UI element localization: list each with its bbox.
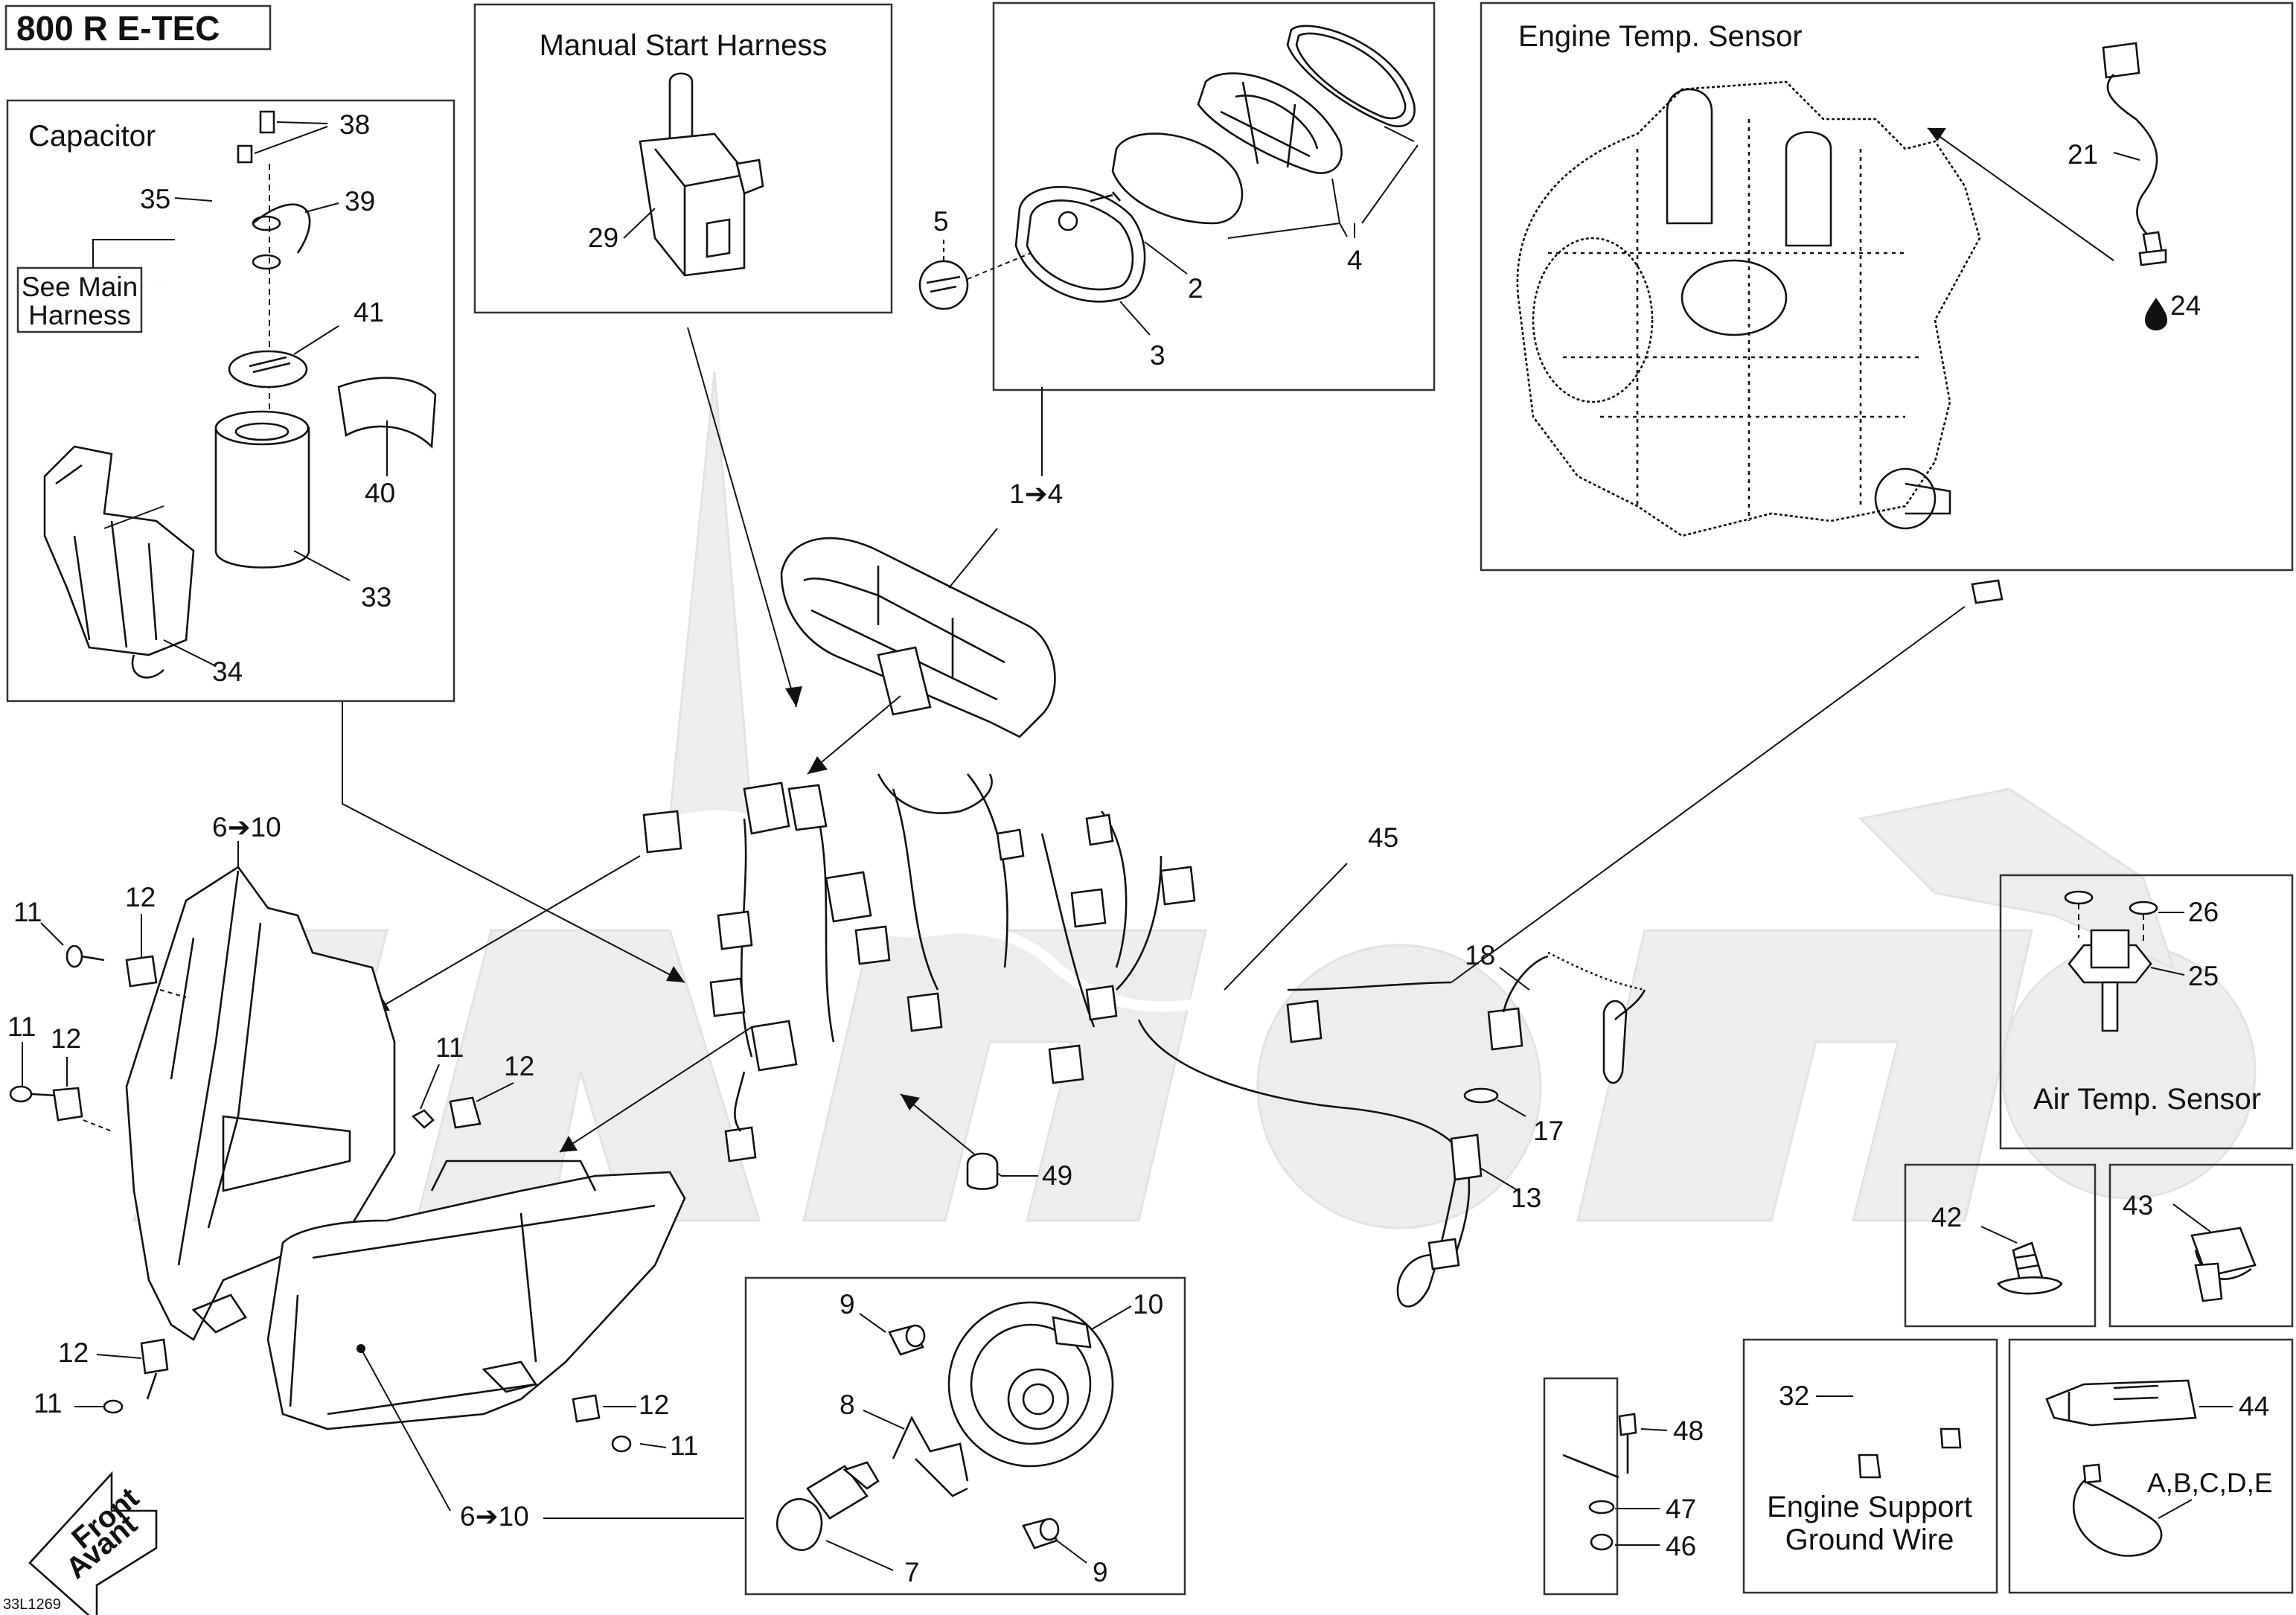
lubricant-ties-panel: 44 A,B,C,D,E bbox=[2008, 1338, 2294, 1594]
callout-7: 7 bbox=[904, 1557, 920, 1587]
callout-12b: 12 bbox=[51, 1023, 81, 1054]
headlight-housing-group: 6➔10 11 12 11 12 11 12 12 bbox=[7, 812, 534, 1615]
callout-44: 44 bbox=[2239, 1391, 2269, 1421]
callout-39: 39 bbox=[345, 186, 375, 217]
drop-icon bbox=[2145, 298, 2167, 330]
air-temp-panel: 26 25 Air Temp. Sensor bbox=[1999, 874, 2294, 1150]
callout-47: 47 bbox=[1666, 1494, 1696, 1524]
callout-6to10-bot: 6➔10 bbox=[460, 1501, 529, 1532]
callout-45: 45 bbox=[1368, 822, 1398, 853]
callout-34: 34 bbox=[212, 656, 243, 687]
bulb-panel: 9 10 8 7 9 bbox=[744, 1276, 1186, 1596]
callout-26: 26 bbox=[2188, 897, 2219, 927]
tether-cord-group: 18 17 13 bbox=[1396, 940, 1646, 1308]
ground-wire-line1: Engine Support bbox=[1767, 1491, 1972, 1523]
callout-49: 49 bbox=[1042, 1160, 1072, 1191]
callout-43: 43 bbox=[2123, 1190, 2153, 1221]
ground-wire-panel: 32 Engine Support Ground Wire bbox=[1742, 1338, 1998, 1594]
callout-ABCDE: A,B,C,D,E bbox=[2147, 1468, 2273, 1498]
callout-42: 42 bbox=[1931, 1202, 1962, 1232]
callout-46: 46 bbox=[1666, 1531, 1696, 1561]
callout-18: 18 bbox=[1465, 940, 1495, 970]
capacitor-title: Capacitor bbox=[28, 120, 156, 153]
model-title: 800 R E-TEC bbox=[16, 9, 220, 48]
callout-10: 10 bbox=[1133, 1289, 1163, 1320]
model-header: 800 R E-TEC bbox=[4, 4, 272, 51]
callout-24: 24 bbox=[2170, 290, 2201, 321]
callout-12d: 12 bbox=[58, 1337, 89, 1368]
see-main-harness-line1: See Main bbox=[22, 272, 138, 302]
manual-start-title: Manual Start Harness bbox=[540, 29, 828, 62]
callout-32: 32 bbox=[1779, 1381, 1809, 1411]
gauge-cluster-panel: 5 2 3 4 1➔4 bbox=[918, 1, 1436, 509]
callout-25: 25 bbox=[2188, 961, 2219, 991]
callout-12e: 12 bbox=[639, 1389, 669, 1420]
ground-screw-panel: 48 47 46 bbox=[1543, 1377, 1704, 1596]
ground-wire-line2: Ground Wire bbox=[1785, 1523, 1954, 1556]
callout-33: 33 bbox=[361, 582, 391, 613]
callout-21: 21 bbox=[2068, 139, 2098, 170]
callout-11c: 11 bbox=[435, 1032, 464, 1063]
headlight-lens-group: 6➔10 12 11 bbox=[266, 1160, 744, 1532]
callout-4: 4 bbox=[1347, 245, 1363, 275]
callout-11d: 11 bbox=[33, 1388, 62, 1419]
callout-5: 5 bbox=[933, 206, 949, 237]
manual-start-panel: Manual Start Harness 29 bbox=[473, 3, 893, 314]
callout-1to4: 1➔4 bbox=[1009, 479, 1063, 509]
callout-8: 8 bbox=[840, 1389, 855, 1420]
callout-11b: 11 bbox=[7, 1011, 36, 1042]
callout-13: 13 bbox=[1511, 1183, 1541, 1213]
callout-9b: 9 bbox=[1093, 1557, 1108, 1587]
callout-11e: 11 bbox=[670, 1430, 698, 1461]
capacitor-panel: Capacitor See Main Harness 38 35 39 41 4… bbox=[6, 99, 455, 703]
callout-41: 41 bbox=[354, 297, 384, 327]
engine-temp-title: Engine Temp. Sensor bbox=[1518, 20, 1803, 53]
callout-40: 40 bbox=[365, 478, 395, 508]
engine-temp-panel: Engine Temp. Sensor 21 24 bbox=[1480, 1, 2294, 572]
callout-12c: 12 bbox=[504, 1051, 534, 1081]
callout-29: 29 bbox=[588, 223, 618, 253]
see-main-harness-line2: Harness bbox=[28, 300, 131, 330]
main-harness: 45 49 bbox=[342, 327, 2004, 1266]
callout-38: 38 bbox=[339, 109, 370, 140]
air-temp-title: Air Temp. Sensor bbox=[2033, 1083, 2261, 1116]
watermark bbox=[132, 371, 2257, 1229]
callout-2: 2 bbox=[1188, 273, 1203, 304]
callout-11a: 11 bbox=[13, 897, 42, 927]
doc-reference: 33L1269 bbox=[3, 1596, 61, 1613]
callout-9a: 9 bbox=[840, 1289, 855, 1320]
clip-panel: 43 bbox=[2108, 1163, 2294, 1328]
callout-3: 3 bbox=[1150, 340, 1165, 371]
callout-17: 17 bbox=[1533, 1116, 1564, 1146]
callout-48: 48 bbox=[1673, 1416, 1704, 1446]
callout-35: 35 bbox=[140, 184, 170, 214]
callout-6to10-top: 6➔10 bbox=[212, 812, 281, 842]
callout-12a: 12 bbox=[125, 882, 156, 912]
push-rivet-panel: 42 bbox=[1904, 1163, 2097, 1328]
